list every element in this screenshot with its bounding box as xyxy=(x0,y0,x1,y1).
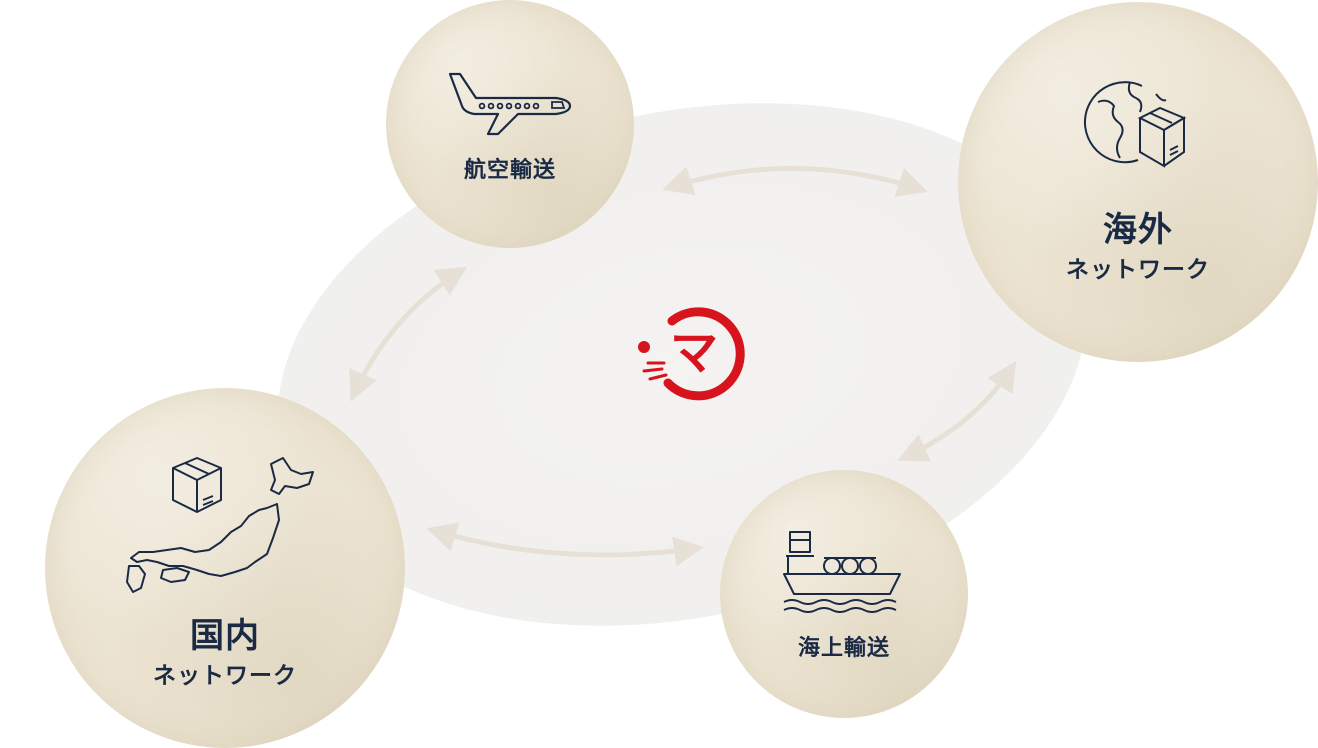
overseas-title: 海外 xyxy=(1103,210,1173,250)
domestic-subtitle: ネットワーク xyxy=(153,663,297,689)
globe-box-icon xyxy=(1084,81,1187,168)
logo-glyph: マ xyxy=(670,325,718,381)
arrow-air-domestic xyxy=(349,266,468,402)
cargo-ship-icon xyxy=(783,531,901,613)
japan-map-box-icon xyxy=(126,457,314,593)
node-domestic-network: 国内 ネットワーク xyxy=(45,388,405,748)
company-logo: マ xyxy=(638,307,745,401)
air-transport-label: 航空輸送 xyxy=(463,158,556,183)
arrow-domestic-sea xyxy=(426,522,704,567)
overseas-subtitle: ネットワーク xyxy=(1066,257,1210,283)
arrow-overseas-sea xyxy=(897,360,1017,462)
node-overseas-network: 海外 ネットワーク xyxy=(958,2,1318,362)
airplane-icon xyxy=(448,72,572,136)
arrow-air-overseas xyxy=(662,166,928,197)
node-air-transport: 航空輸送 xyxy=(386,0,634,248)
node-sea-transport: 海上輸送 xyxy=(720,470,968,718)
domestic-title: 国内 xyxy=(190,616,260,656)
sea-transport-label: 海上輸送 xyxy=(797,636,890,661)
